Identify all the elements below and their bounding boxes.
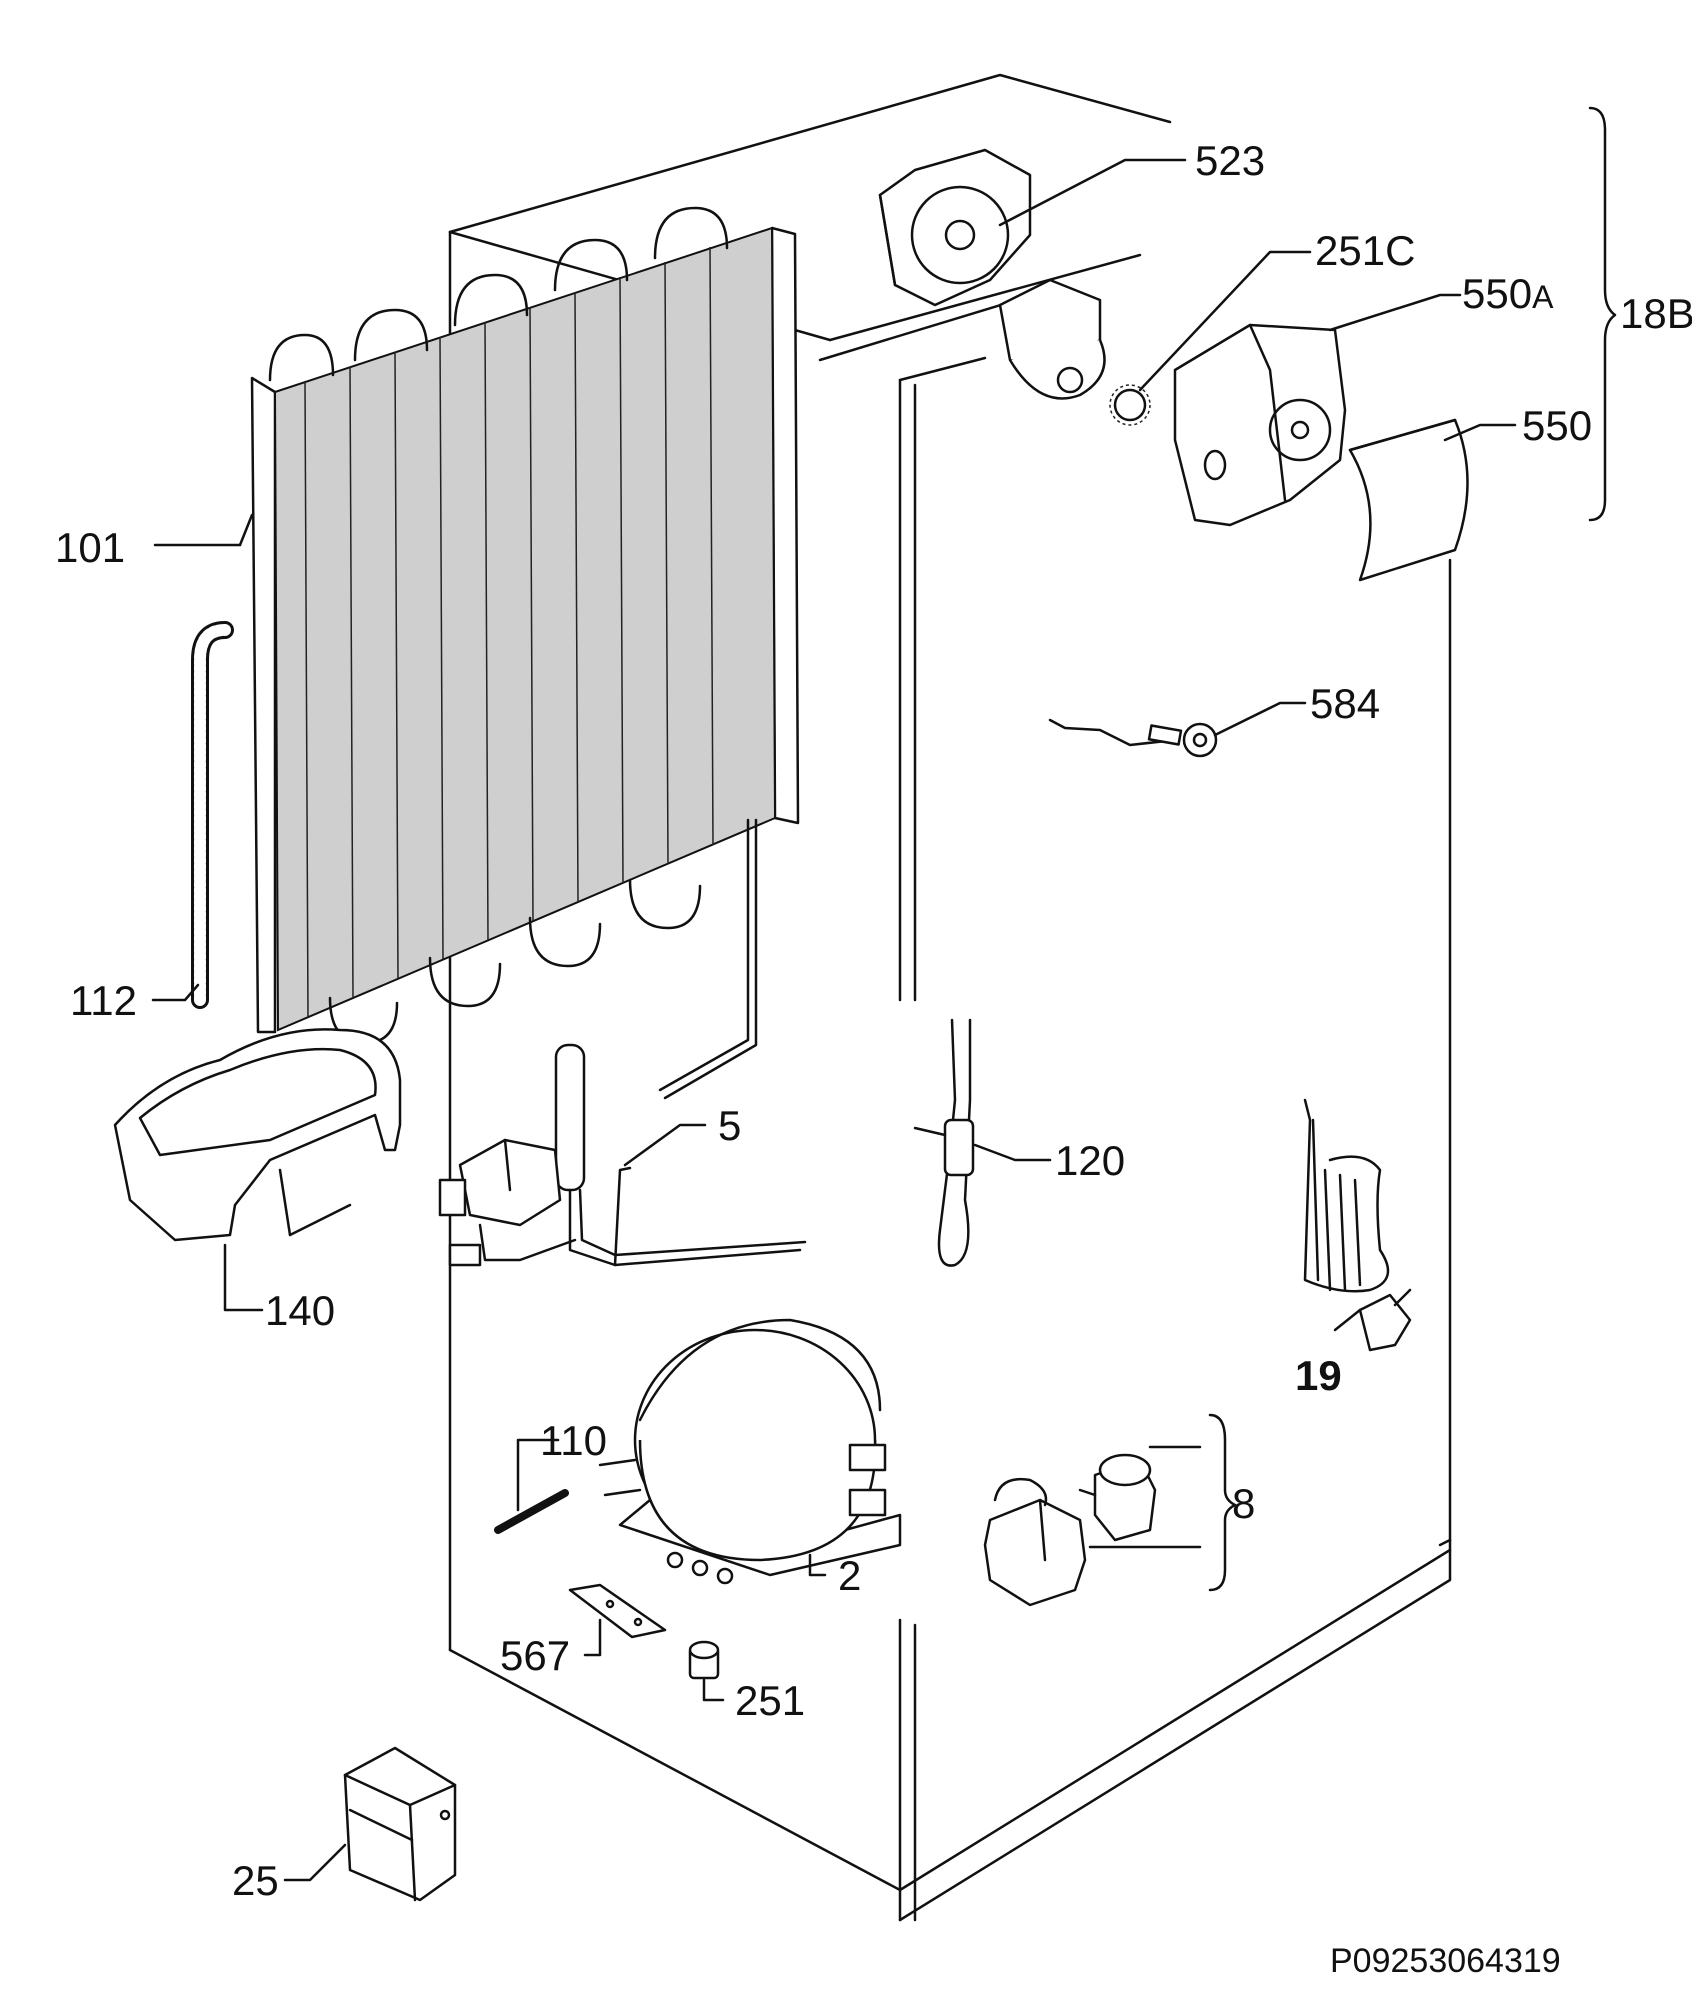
label-101: 101 [55,524,125,571]
label-550: 550 [1522,402,1592,449]
label-550a-number: 550 [1462,270,1532,317]
label-584: 584 [1310,680,1380,727]
label-8: 8 [1232,1480,1255,1527]
fan-housing [1173,323,1347,527]
temperature-sensor [1048,718,1218,758]
filter-drier [554,1043,807,1267]
label-18b: 18B [1620,290,1692,337]
label-550a-suffix: A [1532,279,1554,315]
compressor [598,1318,902,1585]
label-2: 2 [838,1552,861,1599]
label-567: 567 [500,1632,570,1679]
part-labels: 101 112 140 523 251C 550A 550 18B 584 5 … [55,137,1692,1980]
label-120: 120 [1055,1137,1125,1184]
power-cord [1303,1098,1412,1352]
label-140: 140 [265,1287,335,1334]
label-550a: 550A [1462,270,1554,317]
label-251: 251 [735,1677,805,1724]
relay-and-protector [983,1453,1157,1607]
fan-gear [1109,384,1151,426]
label-251c: 251C [1315,227,1415,274]
leader-lines [151,106,1617,1882]
rubber-grommet [688,1640,720,1680]
label-110: 110 [540,1417,607,1464]
control-box [343,1746,457,1902]
fan-bracket [878,148,1032,307]
label-112: 112 [70,977,137,1024]
drain-hose [191,621,234,1009]
reference-code: P09253064319 [1330,1942,1561,1980]
label-5: 5 [718,1102,741,1149]
solenoid-valve [438,1138,577,1267]
label-523: 523 [1195,137,1265,184]
label-25: 25 [232,1857,279,1904]
condenser [250,206,800,1100]
fan-motor [998,278,1106,400]
label-19: 19 [1295,1352,1342,1399]
fan-cover [1348,418,1469,582]
drip-tray [113,1028,402,1242]
defrost-heater [913,1018,975,1267]
process-tube [494,1489,569,1534]
mounting-plate [568,1583,667,1639]
